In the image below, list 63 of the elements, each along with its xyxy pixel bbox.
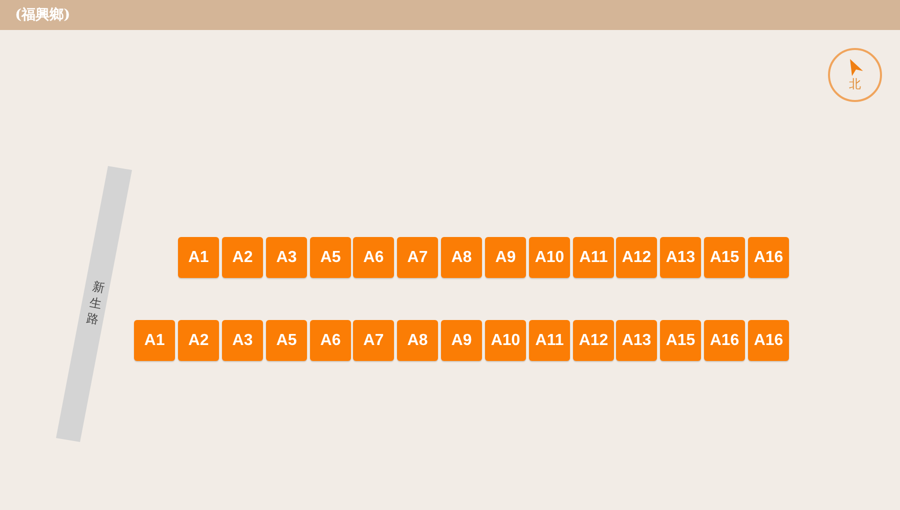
space-number: A6 <box>363 248 384 266</box>
parking-space <box>660 237 701 278</box>
parking-space <box>704 320 745 361</box>
space-number: A5 <box>320 248 341 266</box>
parking-space <box>573 320 614 361</box>
space-number: A3 <box>276 248 297 266</box>
space-number: A16 <box>754 332 784 350</box>
parking-space <box>310 237 351 278</box>
parking-space <box>397 320 438 361</box>
space-number: A2 <box>188 332 209 350</box>
space-number: A16 <box>754 248 784 266</box>
road-name: 新生路 <box>84 278 106 328</box>
parking-space <box>178 237 219 278</box>
space-number: A11 <box>535 332 564 350</box>
space-number: A9 <box>451 332 472 350</box>
parking-space <box>748 320 789 361</box>
parking-space <box>222 237 263 278</box>
space-number: A5 <box>276 332 297 350</box>
parking-space <box>353 237 394 278</box>
space-number: A9 <box>495 248 516 266</box>
parking-space <box>178 320 219 361</box>
page-title: (福興鄉) <box>15 6 70 24</box>
road <box>56 166 132 442</box>
space-number: A6 <box>320 332 341 350</box>
parking-space <box>660 320 701 361</box>
parking-space <box>529 237 570 278</box>
parking-space <box>310 320 351 361</box>
space-number: A13 <box>666 248 696 266</box>
space-number: A1 <box>144 332 165 350</box>
space-number: A7 <box>407 248 428 266</box>
north-label: 北 <box>849 77 861 91</box>
parking-space <box>441 320 482 361</box>
parking-space <box>704 237 745 278</box>
parking-space <box>485 237 526 278</box>
space-number: A1 <box>188 248 209 266</box>
space-number: A15 <box>666 332 696 350</box>
compass-ring <box>828 48 882 102</box>
parking-space <box>748 237 789 278</box>
space-number: A2 <box>232 248 253 266</box>
parking-space <box>485 320 526 361</box>
space-number: A8 <box>407 332 428 350</box>
space-number: A13 <box>622 332 652 350</box>
space-number: A16 <box>710 332 740 350</box>
parking-space <box>397 237 438 278</box>
space-number: A12 <box>578 332 608 350</box>
parking-space <box>222 320 263 361</box>
space-number: A3 <box>232 332 253 350</box>
parking-space <box>266 237 307 278</box>
space-number: A8 <box>451 248 472 266</box>
space-number: A7 <box>363 332 384 350</box>
parking-space <box>441 237 482 278</box>
parking-space <box>266 320 307 361</box>
space-number: A15 <box>710 248 740 266</box>
parking-space <box>529 320 570 361</box>
parking-space <box>353 320 394 361</box>
space-number: A10 <box>490 332 520 350</box>
parking-space <box>573 237 614 278</box>
space-number: A10 <box>534 248 564 266</box>
space-number: A11 <box>579 248 608 266</box>
parking-space <box>616 320 657 361</box>
space-number: A12 <box>622 248 652 266</box>
parking-space <box>616 237 657 278</box>
parking-space <box>134 320 175 361</box>
